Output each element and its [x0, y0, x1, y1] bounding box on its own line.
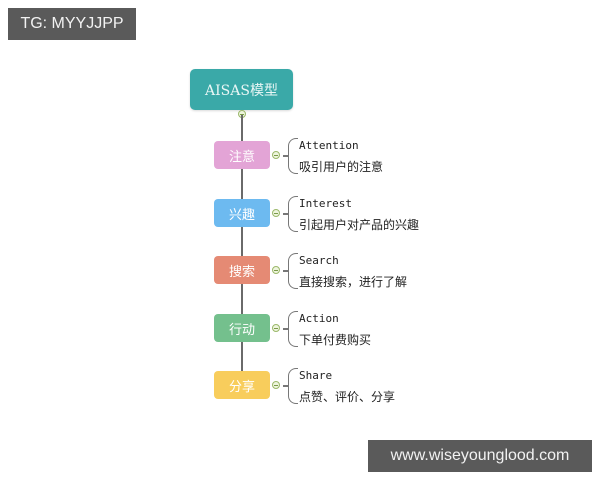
node-en-label: Search	[299, 254, 339, 267]
brace-icon	[283, 368, 298, 404]
node-search[interactable]: 搜索	[214, 256, 270, 284]
node-en-label: Interest	[299, 197, 352, 210]
node-zh-desc: 吸引用户的注意	[299, 160, 384, 174]
node-en-label: Attention	[299, 139, 359, 152]
brace-icon	[283, 196, 298, 232]
node-en-label: Action	[299, 312, 339, 325]
brace-icon	[283, 138, 298, 174]
collapse-icon[interactable]	[272, 381, 280, 389]
node-action[interactable]: 行动	[214, 314, 270, 342]
connector-line	[241, 115, 243, 372]
collapse-icon[interactable]	[272, 209, 280, 217]
root-node[interactable]: AISAS模型	[190, 69, 293, 110]
node-zh-desc: 点赞、评价、分享	[299, 390, 396, 404]
collapse-icon[interactable]	[272, 324, 280, 332]
brace-icon	[283, 253, 298, 289]
node-zh-desc: 下单付费购买	[299, 333, 372, 347]
watermark-bottom: www.wiseyounglood.com	[368, 440, 592, 472]
collapse-icon[interactable]	[272, 151, 280, 159]
node-en-label: Share	[299, 369, 333, 382]
watermark-top: TG: MYYJJPP	[8, 8, 136, 40]
node-zh-desc: 引起用户对产品的兴趣	[299, 218, 420, 232]
brace-icon	[283, 311, 298, 347]
node-share[interactable]: 分享	[214, 371, 270, 399]
collapse-icon[interactable]	[272, 266, 280, 274]
node-attention[interactable]: 注意	[214, 141, 270, 169]
node-zh-desc: 直接搜索，进行了解	[299, 275, 408, 289]
node-interest[interactable]: 兴趣	[214, 199, 270, 227]
